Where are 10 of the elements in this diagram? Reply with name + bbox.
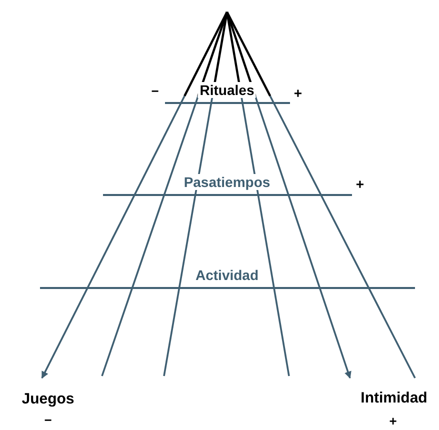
level-label: Pasatiempos: [182, 174, 272, 190]
end-label: Juegos: [20, 390, 76, 408]
level-label: Actividad: [194, 267, 260, 283]
plus-sign: +: [388, 414, 398, 428]
end-label: Intimidad: [360, 390, 428, 406]
plus-sign: +: [354, 176, 366, 192]
plus-sign: +: [292, 85, 304, 101]
minus-sign: −: [150, 84, 160, 98]
minus-sign: −: [43, 412, 53, 428]
level-label: Rituales: [198, 82, 256, 98]
